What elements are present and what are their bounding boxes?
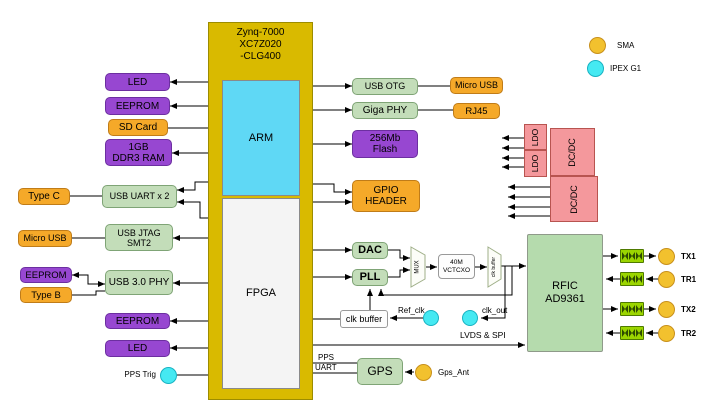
vctcxo-block: 40M VCTCXO [438, 254, 475, 279]
usb-jtag-line1: USB JTAG [117, 227, 161, 238]
gps-ant-label: Gps_Ant [438, 368, 470, 377]
ref-clk-label: Ref_clk [398, 306, 425, 315]
sma-connector-tr1 [658, 271, 675, 288]
sma-connector-tx1 [658, 248, 675, 265]
eeprom-top-block: EEPROM [105, 97, 170, 115]
sma-connector-tx2 [658, 301, 675, 318]
dcdc-block-1: DC/DC [550, 128, 595, 176]
legend-ipex-icon [587, 60, 604, 77]
clk-out-connector [462, 310, 478, 326]
rfic-line1: RFIC [552, 280, 578, 292]
rfic-line2: AD9361 [545, 293, 585, 305]
filter-icon [622, 305, 642, 313]
filter-icon [622, 252, 642, 260]
fpga-block: FPGA [222, 198, 300, 389]
lvds-spi-label: LVDS & SPI [460, 330, 506, 340]
mux-label: MUX [415, 260, 421, 274]
zynq-title-line1: Zynq-7000 [236, 27, 285, 38]
rj45-block: RJ45 [453, 103, 500, 119]
micro-usb-right-block: Micro USB [450, 77, 503, 94]
led-bottom-block: LED [105, 340, 170, 357]
rf-filter-tr2 [620, 326, 644, 340]
tx1-label: TX1 [681, 252, 696, 261]
type-c-block: Type C [18, 188, 70, 205]
pps-trig-connector [160, 367, 177, 384]
tr1-label: TR1 [681, 275, 697, 284]
usb-uart-block: USB UART x 2 [102, 185, 177, 208]
arm-block: ARM [222, 80, 300, 196]
vctcxo-line1: 40M [450, 258, 463, 266]
pps-trig-label: PPS Trig [124, 370, 156, 379]
rf-filter-tx1 [620, 249, 644, 263]
ref-clk-connector [423, 310, 439, 326]
rfic-block: RFIC AD9361 [527, 234, 603, 352]
zynq-title-line2: XC7Z020 [239, 39, 282, 50]
usb3-phy-block: USB 3.0 PHY [105, 270, 173, 295]
micro-usb-left-block: Micro USB [18, 230, 72, 247]
led-top-block: LED [105, 73, 170, 91]
ldo-block-2: LDO [524, 150, 547, 177]
vctcxo-line2: VCTCXO [442, 266, 471, 274]
dcdc-block-2: DC/DC [550, 176, 598, 222]
ldo-block-1: LDO [524, 124, 547, 150]
legend-ipex-label: IPEX G1 [610, 64, 642, 73]
flash-line2: Flash [372, 144, 398, 155]
clk-out-label: clk_out [482, 306, 508, 315]
flash-line1: 256Mb [369, 133, 401, 144]
usb-jtag-block: USB JTAG SMT2 [105, 224, 173, 251]
clk-buffer-block: clk buffer [340, 310, 388, 328]
dac-block: DAC [352, 242, 388, 259]
ddr3-block: 1GB DDR3 RAM [105, 139, 172, 166]
clk-bufer-label: clk buffer [490, 256, 497, 278]
sma-connector-tr2 [658, 325, 675, 342]
pll-block: PLL [352, 269, 388, 286]
eeprom-bottom-block: EEPROM [105, 313, 170, 329]
usb-jtag-line2: SMT2 [126, 237, 151, 248]
ddr3-line2: DDR3 RAM [112, 152, 165, 164]
zynq-title: Zynq-7000 XC7Z020 -CLG400 [208, 27, 313, 63]
eeprom-mid-block: EEPROM [20, 267, 72, 283]
giga-phy-block: Giga PHY [352, 102, 418, 119]
legend-sma-icon [589, 37, 606, 54]
ddr3-line1: 1GB [128, 141, 149, 153]
filter-icon [622, 275, 642, 283]
uart-line-label: UART [315, 363, 337, 372]
rf-filter-tr1 [620, 272, 644, 286]
filter-icon [622, 329, 642, 337]
gps-ant-connector [415, 364, 432, 381]
pps-line-label: PPS [318, 353, 335, 362]
gpio-line1: GPIO [373, 185, 399, 196]
type-b-block: Type B [20, 287, 72, 303]
rf-filter-tx2 [620, 302, 644, 316]
gpio-header-block: GPIO HEADER [352, 180, 420, 212]
sd-card-block: SD Card [108, 119, 168, 136]
tx2-label: TX2 [681, 305, 696, 314]
gpio-line2: HEADER [365, 196, 407, 207]
tr2-label: TR2 [681, 329, 697, 338]
legend-sma-label: SMA [617, 41, 635, 50]
zynq-title-line3: -CLG400 [240, 51, 281, 62]
flash-block: 256Mb Flash [352, 130, 418, 158]
gps-block: GPS [357, 358, 403, 385]
usb-otg-block: USB OTG [352, 78, 418, 95]
